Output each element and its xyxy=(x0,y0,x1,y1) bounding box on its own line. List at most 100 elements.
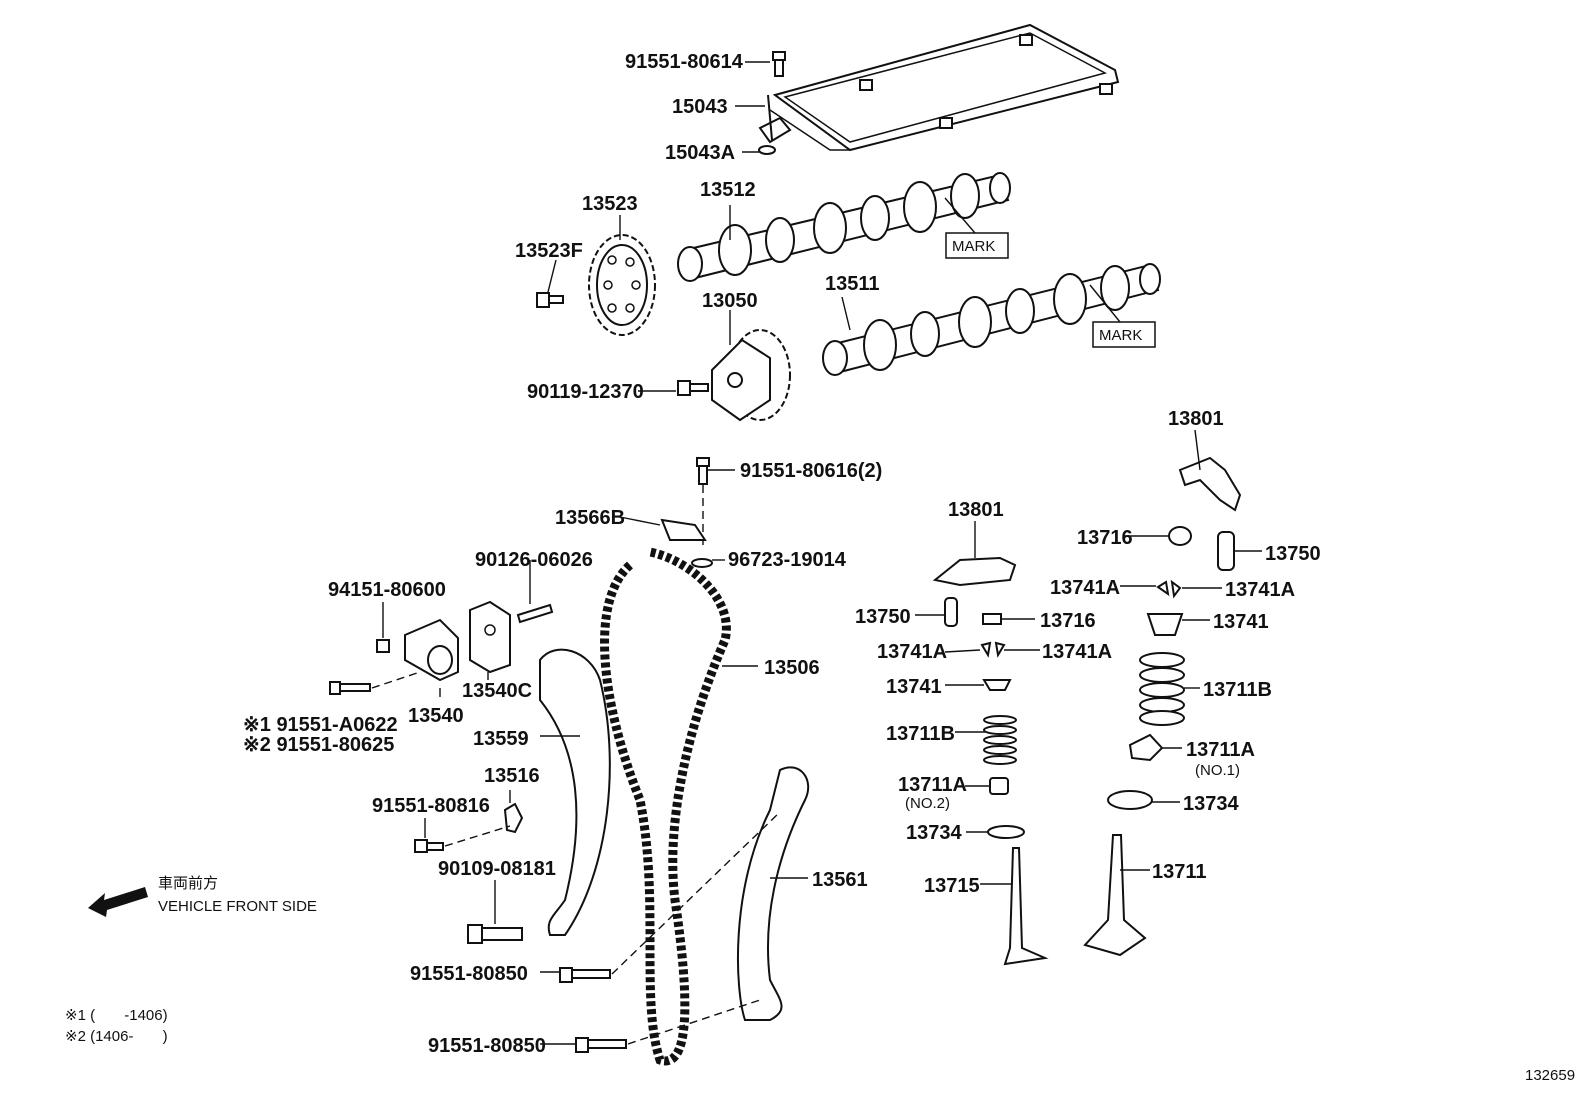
chain-slipper-guide-13559 xyxy=(539,648,611,936)
bolt-91551-80614 xyxy=(772,51,786,77)
bolt-90109-08181 xyxy=(467,924,523,944)
label-91551-80816: 91551-80816 xyxy=(372,795,490,817)
label-13711A-left: 13711A xyxy=(898,774,967,796)
label-13511: 13511 xyxy=(825,273,880,295)
label-91551-80616: 91551-80616(2) xyxy=(740,460,882,482)
label-13540C: 13540C xyxy=(462,680,532,702)
stud-90126-06026 xyxy=(516,603,554,624)
chain-tensioner-13540 xyxy=(404,618,459,682)
label-94151-80600: 94151-80600 xyxy=(328,579,446,601)
label-13711: 13711 xyxy=(1152,861,1207,883)
label-13506: 13506 xyxy=(764,657,820,679)
figure-number: 132659 xyxy=(1525,1067,1575,1084)
label-13711A-right: 13711A xyxy=(1186,739,1255,761)
spring-retainer-13741-right xyxy=(1146,613,1184,636)
label-13540: 13540 xyxy=(408,705,464,727)
label-13801-left: 13801 xyxy=(948,499,1004,521)
tensioner-gasket-13540C xyxy=(469,600,511,674)
bolt-91551-80616 xyxy=(696,457,710,485)
label-91551-80614: 91551-80614 xyxy=(625,51,744,73)
label-13716-left: 13716 xyxy=(1040,610,1096,632)
label-13523: 13523 xyxy=(582,193,638,215)
valve-stem-cap-13716-right xyxy=(1168,526,1192,546)
bolt-91551-80850-upper xyxy=(559,967,611,983)
label-13711B-left: 13711B xyxy=(886,723,955,745)
label-90109-08181: 90109-08181 xyxy=(438,858,556,880)
retainer-locks-13741A-right xyxy=(1156,579,1182,599)
o-ring-96723-19014 xyxy=(691,558,713,568)
intake-valve-13711 xyxy=(1083,834,1147,957)
rocker-arm-13801-left xyxy=(932,556,1017,587)
nut-94151-80600 xyxy=(376,639,390,653)
label-13711A-right-sub: (NO.1) xyxy=(1195,762,1240,779)
camshaft-13512 xyxy=(677,172,1011,282)
label-13716-right: 13716 xyxy=(1077,527,1133,549)
label-13711A-left-sub: (NO.2) xyxy=(905,795,950,812)
label-13741A-right-a: 13741A xyxy=(1050,577,1120,599)
lash-adjuster-13750-left xyxy=(944,597,958,627)
bolt-91551-80850-lower xyxy=(575,1037,627,1053)
exhaust-valve-13715 xyxy=(1003,847,1049,966)
bolt-90119-12370 xyxy=(677,380,709,396)
label-13559: 13559 xyxy=(473,728,529,750)
lash-adjuster-13750-right xyxy=(1217,531,1235,571)
label-13801-right: 13801 xyxy=(1168,408,1224,430)
label-13715: 13715 xyxy=(924,875,980,897)
label-13512: 13512 xyxy=(700,179,756,201)
label-90119-12370: 90119-12370 xyxy=(527,381,644,403)
label-13050: 13050 xyxy=(702,290,758,312)
note-1: ※1 ( -1406) xyxy=(65,1007,168,1024)
chain-tensioner-plate-13566B xyxy=(660,518,707,541)
chain-vibration-damper-13561 xyxy=(736,766,810,1021)
spring-seat-13734-left xyxy=(987,825,1025,839)
rocker-arm-13801-right xyxy=(1178,456,1242,512)
label-15043A: 15043A xyxy=(665,142,735,164)
label-13750-left: 13750 xyxy=(855,606,911,628)
bolt-91551-80816 xyxy=(414,839,444,853)
label-13741A-left-a: 13741A xyxy=(877,641,947,663)
label-front-en: VEHICLE FRONT SIDE xyxy=(158,898,317,915)
label-13750-right: 13750 xyxy=(1265,543,1321,565)
bolt-13523F xyxy=(536,292,564,308)
label-mark-2: MARK xyxy=(1099,327,1142,344)
label-91551-80850-lower: 91551-80850 xyxy=(428,1035,546,1057)
label-13734-right: 13734 xyxy=(1183,793,1239,815)
label-15043: 15043 xyxy=(672,96,728,118)
oil-control-bracket xyxy=(758,94,792,155)
note-2: ※2 (1406- ) xyxy=(65,1028,168,1045)
label-13734-left: 13734 xyxy=(906,822,962,844)
vvt-gear-13050 xyxy=(711,329,791,422)
leader-lines xyxy=(382,61,1262,1045)
mark-box-1 xyxy=(945,232,1009,259)
label-91551-80850-upper: 91551-80850 xyxy=(410,963,528,985)
label-13516: 13516 xyxy=(484,765,540,787)
label-13561: 13561 xyxy=(812,869,868,891)
valve-spring-13711B-left xyxy=(983,715,1017,765)
valve-stem-cap-13716-left xyxy=(982,613,1002,625)
bolt-91551-A0622 xyxy=(329,681,371,695)
camshaft-sprocket-13523 xyxy=(588,234,656,336)
spring-seat-13734-right xyxy=(1107,790,1153,810)
valve-spring-13711B-right xyxy=(1139,652,1185,726)
label-91551-A0622: ※1 91551-A0622 xyxy=(243,714,398,736)
label-13741A-left-b: 13741A xyxy=(1042,641,1112,663)
label-13523F: 13523F xyxy=(515,240,583,262)
label-13741A-right-b: 13741A xyxy=(1225,579,1295,601)
oil-jet-13516 xyxy=(503,802,524,834)
label-91551-80625: ※2 91551-80625 xyxy=(243,734,394,756)
label-13741-right: 13741 xyxy=(1213,611,1269,633)
label-front-jp: 車両前方 xyxy=(158,875,218,892)
camshaft-13511 xyxy=(822,263,1161,376)
label-13566B: 13566B xyxy=(555,507,625,529)
part-labels: 91551-80614 15043 15043A 13512 13523 135… xyxy=(65,51,1575,1084)
label-90126-06026: 90126-06026 xyxy=(475,549,593,571)
label-mark-1: MARK xyxy=(952,238,995,255)
timing-chain-13506 xyxy=(600,547,731,1066)
spring-retainer-13741-left xyxy=(982,679,1012,691)
label-13741-left: 13741 xyxy=(886,676,942,698)
vehicle-front-arrow xyxy=(88,887,148,917)
valve-stem-seal-13711A-right xyxy=(1128,733,1164,762)
label-13711B-right: 13711B xyxy=(1203,679,1272,701)
cam-cover-gasket xyxy=(769,23,1120,152)
